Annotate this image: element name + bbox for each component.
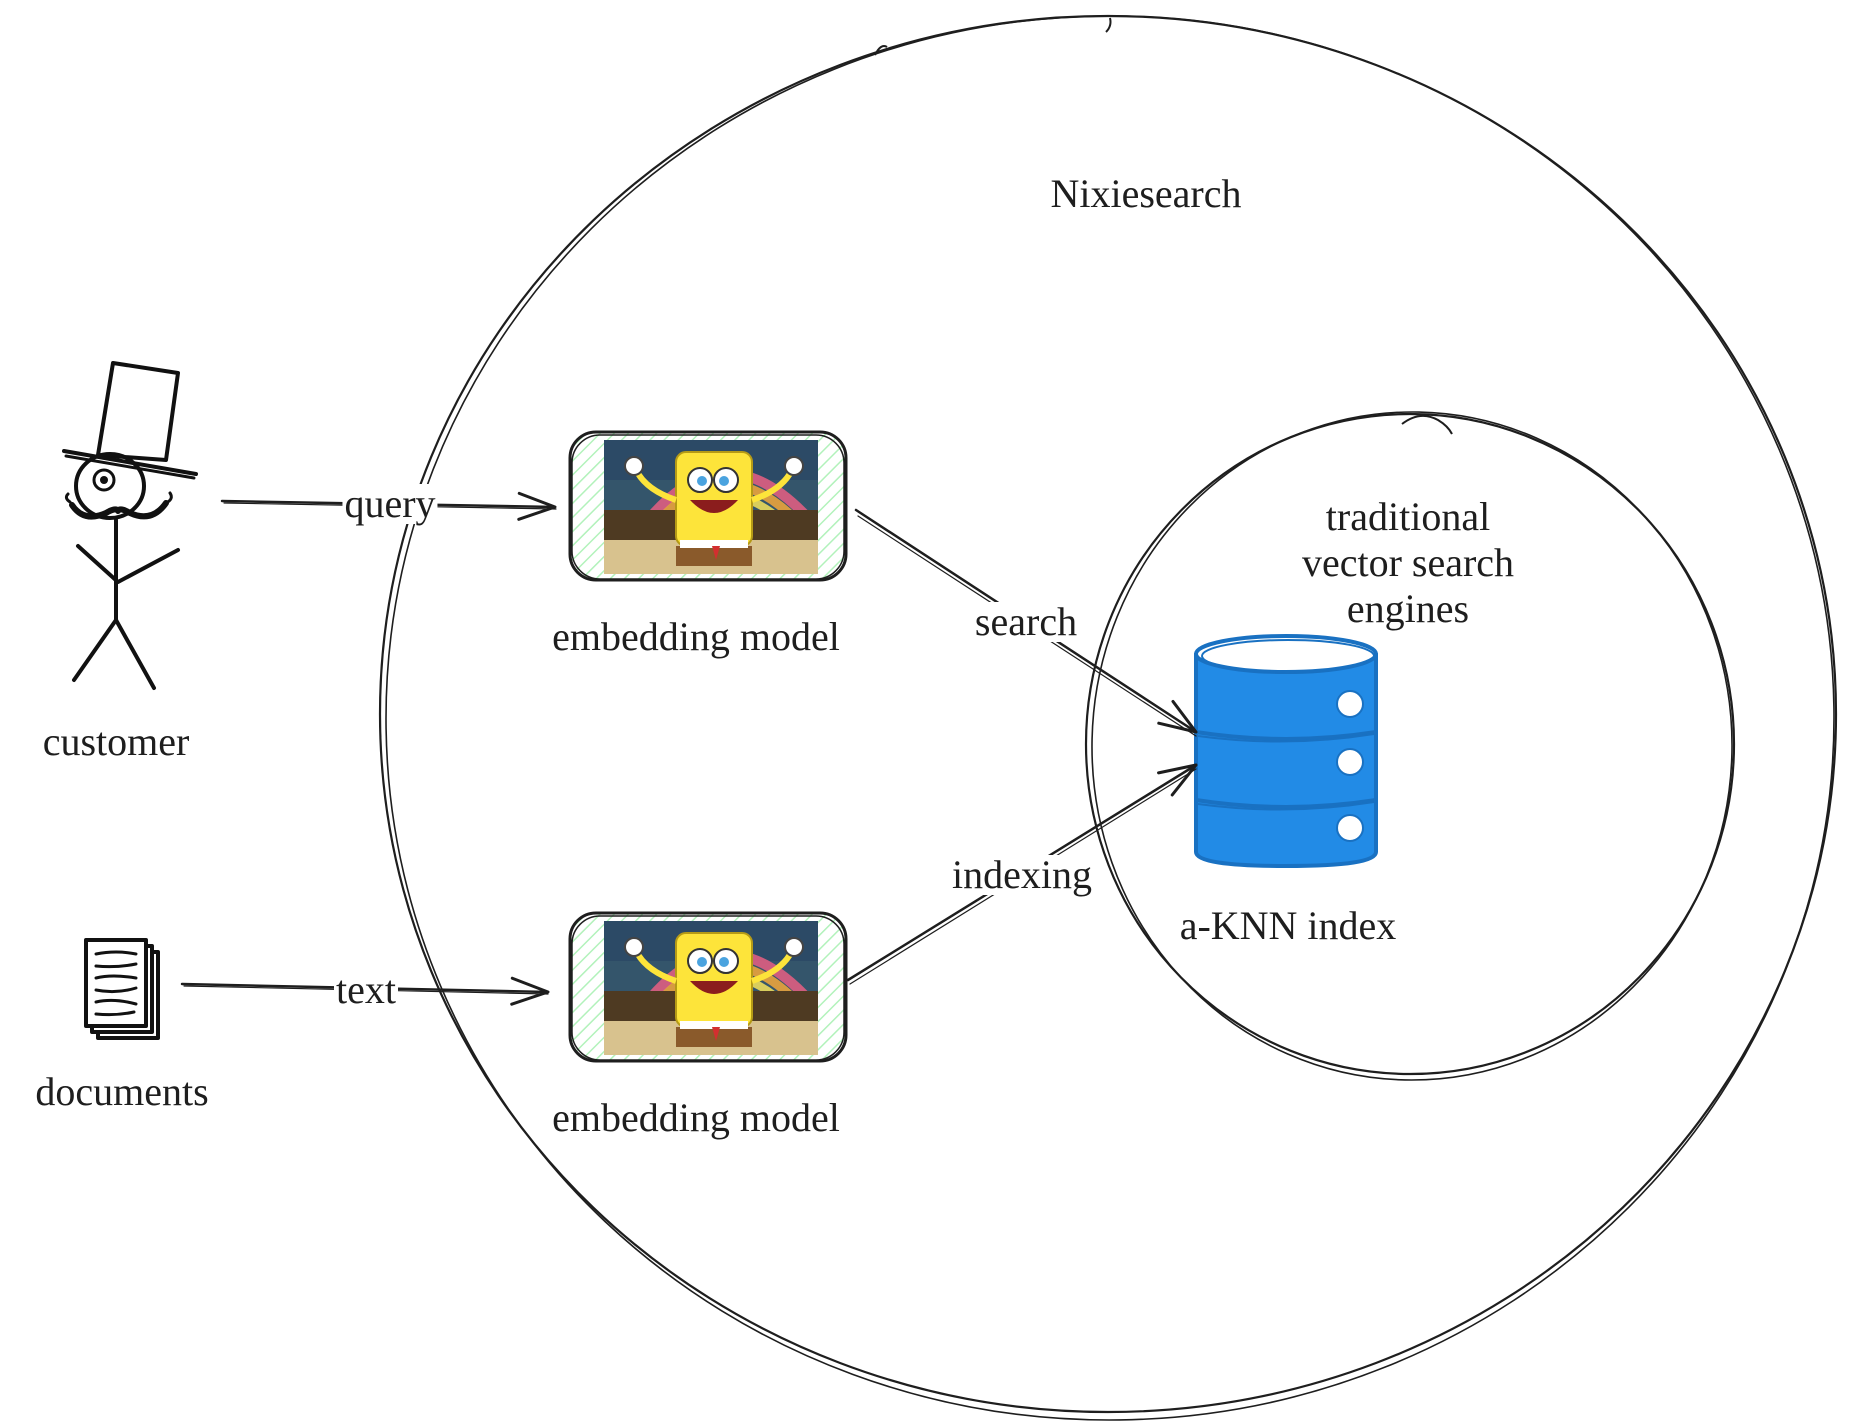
customer-label: customer [42, 719, 190, 764]
aknn-index-label: a-KNN index [1179, 903, 1397, 948]
database-cylinder-icon [1194, 634, 1378, 868]
search-edge-label: search [972, 599, 1080, 644]
embedding-model-query-image [568, 430, 848, 582]
indexing-edge-label: indexing [950, 852, 1094, 897]
stick-figure-top-hat-icon [62, 361, 198, 690]
embedding-model-index-label: embedding model [552, 1095, 840, 1140]
documents-stack-icon [84, 938, 160, 1040]
text-edge-label: text [334, 967, 398, 1012]
documents-label: documents [35, 1069, 209, 1114]
embedding-model-query-label: embedding model [552, 614, 840, 659]
query-edge-label: query [342, 481, 438, 526]
vector-search-engines-title-line: traditional [1325, 494, 1491, 539]
vector-search-engines-title: traditional vector search engines [1302, 494, 1514, 632]
vector-search-engines-title-line: vector search [1301, 540, 1515, 585]
spongebob-imagination-picture [604, 921, 818, 1055]
nixiesearch-title: Nixiesearch [1050, 171, 1242, 216]
vector-search-engines-circle [1084, 411, 1736, 1081]
vector-search-engines-title-line: engines [1346, 586, 1470, 631]
spongebob-imagination-picture [604, 440, 818, 574]
embedding-model-index-image [568, 911, 848, 1063]
nixiesearch-circle [378, 14, 1838, 1421]
